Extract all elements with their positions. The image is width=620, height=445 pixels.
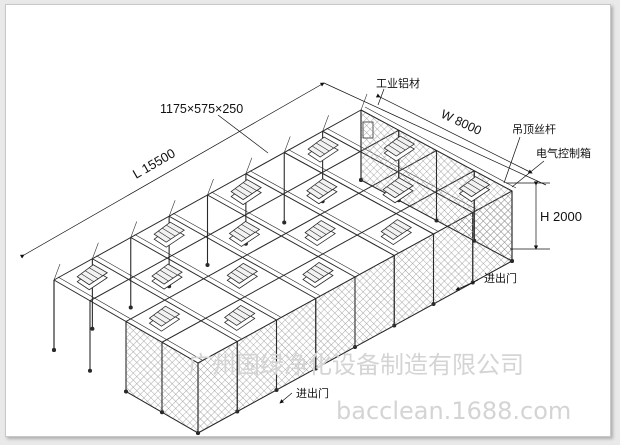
hanging-rod — [360, 93, 368, 111]
fan-grille — [306, 271, 320, 280]
width-label: W 8000 — [439, 107, 484, 138]
fan-grille — [159, 269, 174, 279]
door-front-label: 进出门 — [296, 386, 329, 400]
post-foot — [87, 368, 93, 373]
fan-grille — [155, 272, 169, 282]
fan-grille — [314, 265, 329, 274]
fan-grille — [394, 180, 409, 189]
fan-grille — [471, 179, 486, 188]
post-foot — [51, 347, 57, 353]
rod-label: 吊顶丝杆 — [512, 122, 556, 136]
fan-grille — [157, 311, 171, 321]
front-mesh-panel — [393, 233, 434, 327]
post-foot — [282, 220, 287, 225]
fan-grille — [85, 270, 99, 279]
front-mesh-panel — [354, 254, 395, 348]
fan-grille — [163, 266, 178, 276]
aluminium-label: 工业铝材 — [376, 76, 420, 90]
fan-grille — [389, 225, 403, 234]
post-foot — [90, 326, 95, 331]
fan-size-label: 1175×575×250 — [160, 102, 243, 116]
height-label: H 2000 — [540, 209, 582, 224]
fan-grille — [235, 269, 249, 278]
fan-grille — [89, 267, 103, 276]
fan-grille — [232, 311, 246, 320]
fan-grille — [161, 308, 176, 318]
fan-grille — [310, 268, 325, 277]
fan-grille — [239, 266, 253, 275]
diagram-frame: 1175×575×250 L 15500 W 8000 H 2000 工业铝材 … — [5, 4, 611, 437]
fan-grille — [236, 308, 251, 317]
cleanroom-isometric-drawing: 1175×575×250 L 15500 W 8000 H 2000 工业铝材 … — [19, 76, 591, 436]
dimension-lines — [19, 82, 550, 259]
post-foot — [128, 305, 133, 310]
fan-grille — [390, 183, 405, 192]
ceiling-beam — [57, 276, 203, 361]
watermark-site: bacclean.1688.com — [336, 397, 571, 425]
fan-grille — [81, 273, 94, 282]
fan-grille — [386, 186, 400, 195]
hanging-rod — [53, 263, 61, 281]
fan-grille — [153, 314, 167, 324]
watermark-company: 广州国绿净化设备制造有限公司 — [188, 351, 524, 379]
fan-grille — [228, 314, 242, 323]
fan-grille — [467, 182, 481, 191]
left-mesh-panel — [125, 320, 163, 413]
fan-grille — [393, 222, 407, 231]
length-label: L 15500 — [130, 145, 178, 181]
fan-grille — [385, 228, 398, 237]
left-mesh-panel — [161, 341, 199, 434]
post-foot — [205, 262, 210, 268]
ceiling-beam — [96, 255, 242, 339]
door-right-label: 进出门 — [484, 271, 517, 285]
fan-grille — [231, 272, 244, 281]
control-box-label: 电气控制箱 — [536, 146, 591, 160]
fan-grille — [463, 185, 477, 194]
